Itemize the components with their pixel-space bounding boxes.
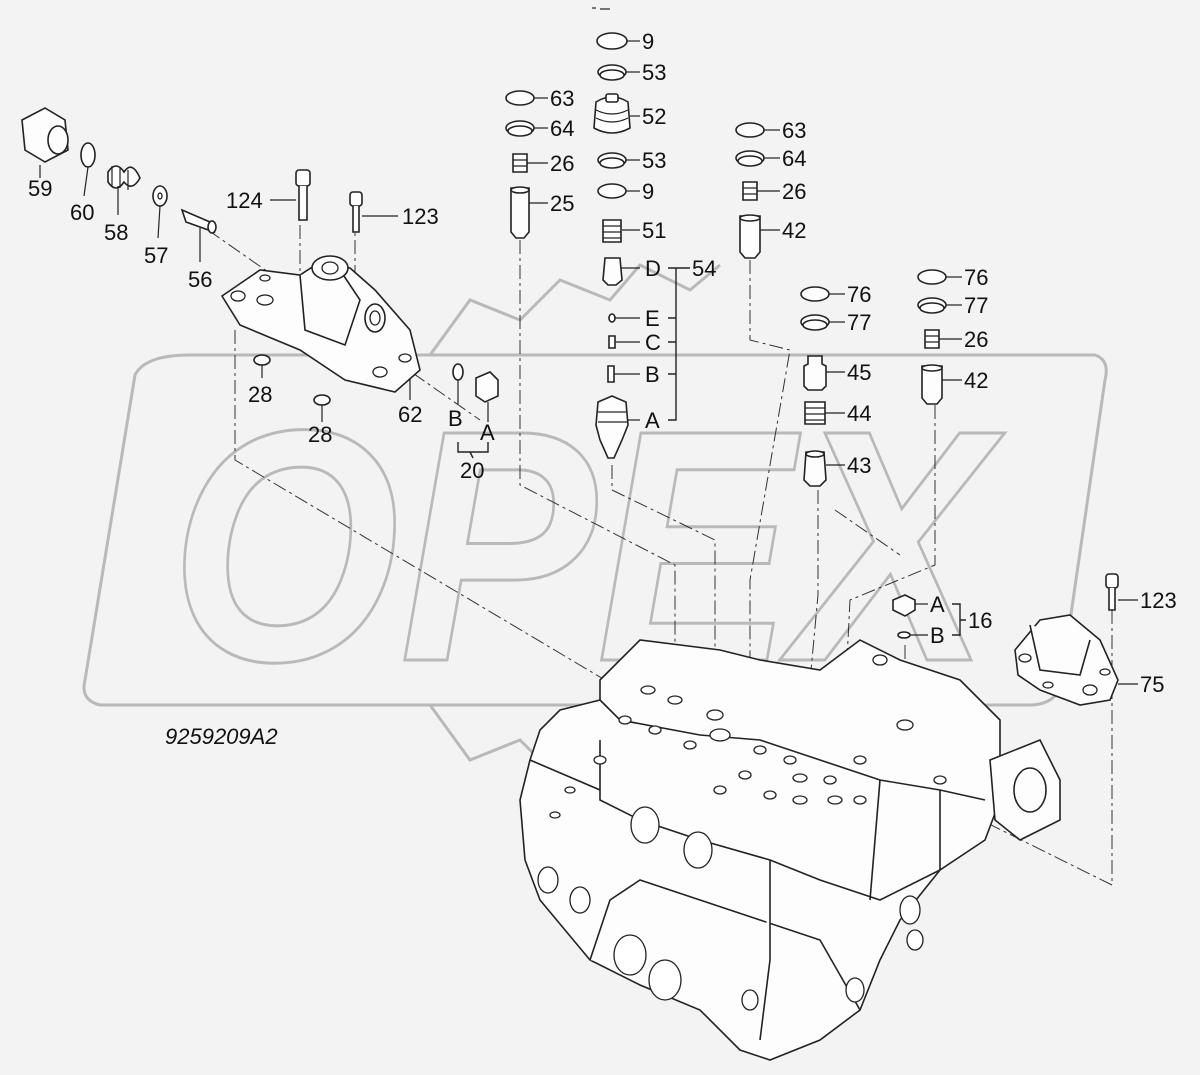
callout-54: 54 (692, 256, 716, 281)
callout-20-b: B (448, 406, 463, 431)
callout-54-c: C (645, 330, 661, 355)
callout-63: 63 (782, 118, 806, 143)
callout-45: 45 (847, 360, 871, 385)
callout-76: 76 (847, 282, 871, 307)
callout-64: 64 (550, 116, 574, 141)
left-relief-assembly (21, 107, 499, 406)
callout-124: 124 (226, 188, 263, 213)
callout-52: 52 (642, 104, 666, 129)
callout-16-a: A (930, 592, 945, 617)
callout-54-a: A (645, 408, 660, 433)
right-cover-75 (1014, 573, 1119, 706)
control-valve-body (519, 639, 1061, 1061)
callout-labels: 9 53 52 53 9 51 D 54 E C B A 63 64 26 25… (28, 29, 1177, 697)
callout-59: 59 (28, 176, 52, 201)
callout-26: 26 (550, 151, 574, 176)
callout-58: 58 (104, 220, 128, 245)
callout-123: 123 (402, 204, 439, 229)
callout-63: 63 (550, 86, 574, 111)
callout-51: 51 (642, 218, 666, 243)
plug-16 (892, 594, 916, 639)
stack-42a (735, 122, 765, 259)
callout-28: 28 (248, 382, 272, 407)
callout-9: 9 (642, 179, 654, 204)
callout-77: 77 (964, 293, 988, 318)
callout-42: 42 (782, 218, 806, 243)
drawing-code: 9259209A2 (165, 724, 278, 749)
callout-54-e: E (645, 306, 660, 331)
stack-42b (917, 269, 947, 405)
center-spool-stack (593, 32, 631, 459)
callout-20-a: A (480, 420, 495, 445)
callout-28: 28 (308, 422, 332, 447)
callout-54-d: D (645, 256, 661, 281)
stack-25 (505, 90, 535, 239)
callout-25: 25 (550, 191, 574, 216)
top-scan-mark (592, 7, 610, 10)
callout-26: 26 (964, 327, 988, 352)
callout-53: 53 (642, 148, 666, 173)
callout-62: 62 (398, 402, 422, 427)
callout-26: 26 (782, 179, 806, 204)
callout-54-b: B (645, 362, 660, 387)
valve-top-holes (549, 654, 947, 819)
callout-16-b: B (930, 623, 945, 648)
callout-44: 44 (847, 401, 871, 426)
callout-53: 53 (642, 60, 666, 85)
callout-56: 56 (188, 267, 212, 292)
callout-42: 42 (964, 368, 988, 393)
callout-75: 75 (1140, 672, 1164, 697)
callout-57: 57 (144, 243, 168, 268)
leader-lines (39, 40, 1138, 685)
callout-76: 76 (964, 265, 988, 290)
callout-43: 43 (847, 453, 871, 478)
stack-43 (800, 286, 830, 487)
callout-60: 60 (70, 200, 94, 225)
callout-20: 20 (460, 458, 484, 483)
callout-64: 64 (782, 146, 806, 171)
callout-77: 77 (847, 310, 871, 335)
callout-16: 16 (968, 608, 992, 633)
callout-9: 9 (642, 29, 654, 54)
callout-123: 123 (1140, 588, 1177, 613)
